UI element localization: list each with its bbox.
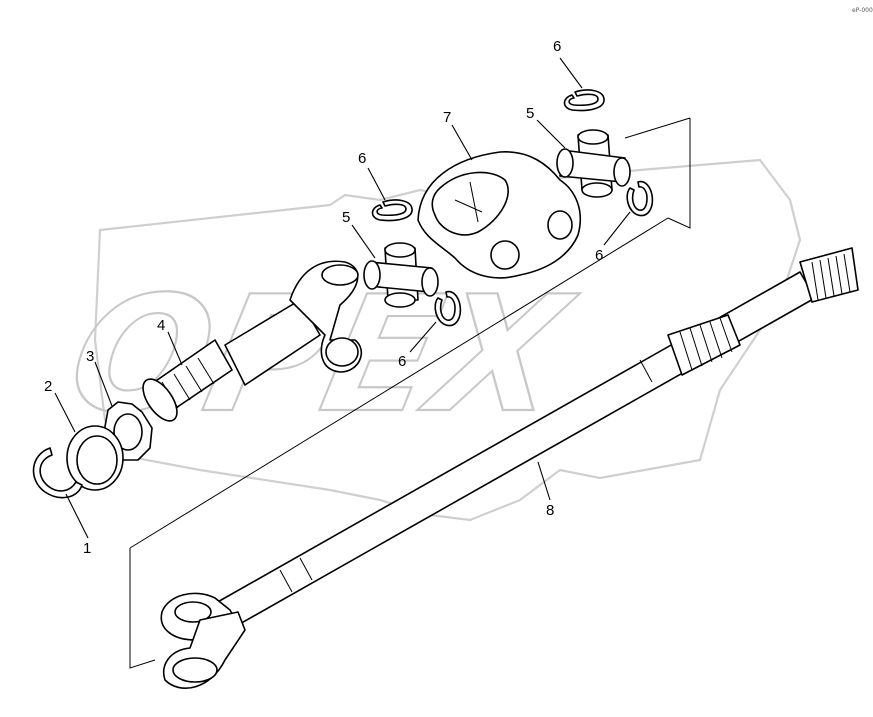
callout-7: 7 — [443, 109, 451, 126]
callout-8: 8 — [546, 502, 554, 519]
callout-1: 1 — [83, 540, 91, 557]
snap-ring-small-mid — [371, 199, 413, 222]
callout-6-top: 6 — [553, 38, 561, 55]
snap-ring-large — [32, 447, 83, 499]
snap-ring-small-right — [626, 180, 654, 217]
callout-2: 2 — [44, 378, 52, 395]
leader-lines — [54, 57, 631, 539]
inner-shaft — [142, 260, 363, 422]
corner-mark: eP-000 — [852, 7, 873, 14]
callout-6-mid: 6 — [358, 150, 366, 167]
axle-shaft — [160, 247, 859, 689]
callout-5-lower: 5 — [342, 209, 350, 226]
snap-ring-small-lower — [434, 290, 462, 327]
universal-joint-cross-lower — [363, 242, 439, 308]
callout-6-lower: 6 — [398, 353, 406, 370]
snap-ring-small-top — [563, 89, 605, 112]
assembly-frame — [129, 117, 691, 669]
universal-joint-cross-upper — [556, 129, 631, 198]
callout-3: 3 — [86, 348, 94, 365]
callout-6-right: 6 — [595, 247, 603, 264]
callout-4: 4 — [157, 317, 165, 334]
coupling-housing — [417, 151, 582, 279]
callout-labels: 1 2 3 4 5 5 6 6 6 6 7 8 — [44, 38, 603, 557]
splined-ring — [66, 425, 124, 491]
callout-5-upper: 5 — [526, 105, 534, 122]
